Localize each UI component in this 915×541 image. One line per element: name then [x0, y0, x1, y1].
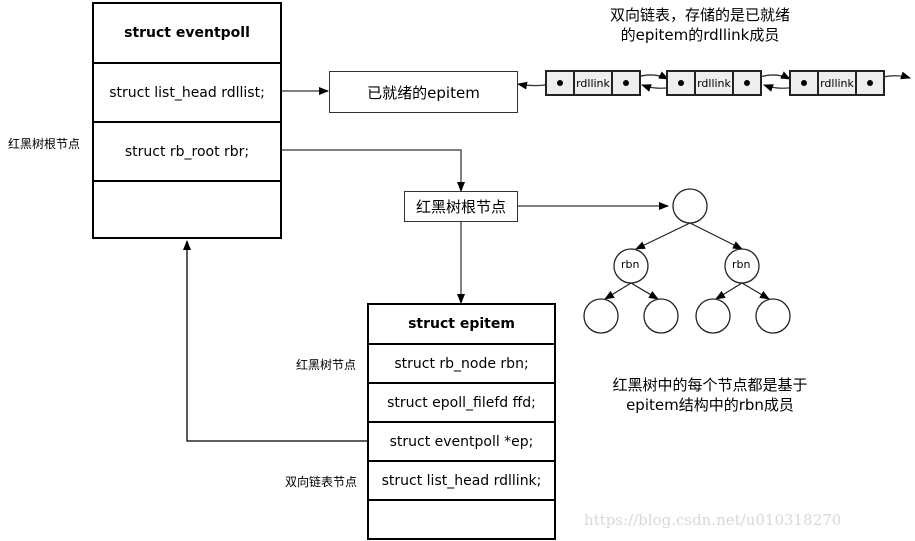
epitem-field-rbn: struct rb_node rbn;: [369, 345, 554, 384]
tree-edge-l-lr: [630, 282, 659, 300]
list-caption: 双向链表，存储的是已就绪 的epitem的rdllink成员: [600, 5, 800, 45]
list-node-prev-pointer: [791, 72, 819, 94]
tree-rbn-label-right: rbn: [732, 258, 751, 271]
list-node: rdllink: [545, 70, 641, 96]
epitem-rbn-label: 红黑树节点: [296, 358, 357, 372]
tree-leaf-node: [695, 298, 731, 334]
tree-caption-line1: 红黑树中的每个节点都是基于: [612, 376, 808, 394]
list-node-label: rdllink: [696, 72, 734, 94]
watermark: https://blog.csdn.net/u010318270: [584, 511, 842, 529]
struct-epitem: struct epitem struct rb_node rbn; struct…: [367, 303, 556, 540]
eventpoll-title: struct eventpoll: [94, 4, 280, 64]
list-node-prev-pointer: [668, 72, 696, 94]
pointer-dot-icon: [801, 80, 807, 86]
list-node: rdllink: [666, 70, 762, 96]
list-node-prev-pointer: [547, 72, 575, 94]
tree-leaf-node: [755, 298, 791, 334]
rbroot-box: 红黑树根节点: [404, 191, 518, 222]
pointer-dot-icon: [557, 80, 563, 86]
list-node-next-pointer: [734, 72, 760, 94]
pointer-dot-icon: [867, 80, 873, 86]
list-node-next-pointer: [613, 72, 639, 94]
list-node-label: rdllink: [575, 72, 613, 94]
epitem-field-ffd: struct epoll_filefd ffd;: [369, 384, 554, 423]
tree-edge-l-ll: [604, 282, 632, 300]
epitem-field-empty: [369, 501, 554, 538]
struct-eventpoll: struct eventpoll struct list_head rdllis…: [92, 2, 282, 239]
eventpoll-field-rbr: struct rb_root rbr;: [94, 123, 280, 182]
list-caption-line2: 的epitem的rdllink成员: [620, 26, 780, 44]
ready-epitem-box: 已就绪的epitem: [329, 71, 518, 113]
epitem-title: struct epitem: [369, 305, 554, 345]
tree-edge-root-right: [689, 222, 743, 250]
arrow-ep-to-eventpoll: [183, 240, 367, 442]
list-node-label: rdllink: [819, 72, 857, 94]
tree-leaf-node: [643, 298, 679, 334]
pointer-dot-icon: [678, 80, 684, 86]
tree-root-node: [672, 188, 708, 224]
epitem-field-rdllink: struct list_head rdllink;: [369, 462, 554, 501]
pointer-dot-icon: [623, 80, 629, 86]
tree-caption: 红黑树中的每个节点都是基于 epitem结构中的rbn成员: [595, 375, 825, 415]
arrow-rbr-to-rbroot: [282, 149, 465, 192]
list-caption-line1: 双向链表，存储的是已就绪: [609, 6, 790, 24]
epitem-field-ep: struct eventpoll *ep;: [369, 423, 554, 462]
tree-leaf-node: [583, 298, 619, 334]
eventpoll-field-empty: [94, 182, 280, 237]
eventpoll-field-rdllist: struct list_head rdllist;: [94, 64, 280, 123]
epitem-rdllink-label: 双向链表节点: [285, 475, 358, 489]
tree-caption-line2: epitem结构中的rbn成员: [626, 396, 794, 414]
list-node: rdllink: [789, 70, 885, 96]
tree-edge-root-left: [635, 222, 691, 250]
tree-rbn-label-left: rbn: [621, 258, 640, 271]
pointer-dot-icon: [744, 80, 750, 86]
list-node-next-pointer: [857, 72, 883, 94]
tree-edge-r-rr: [741, 282, 770, 300]
tree-edge-r-rl: [715, 282, 743, 300]
eventpoll-rbr-label: 红黑树根节点: [8, 137, 81, 151]
